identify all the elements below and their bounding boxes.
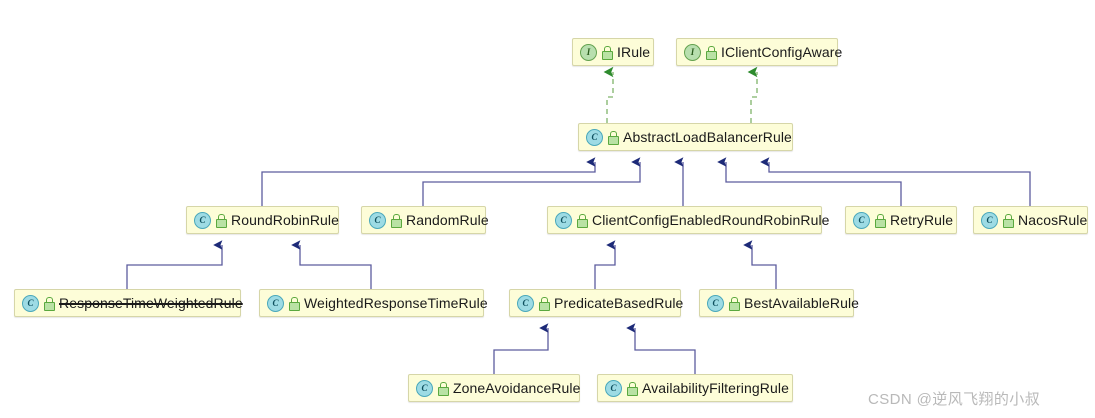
class-node-bestavail[interactable]: C BestAvailableRule [699, 289, 859, 317]
class-node-abstractlb[interactable]: C AbstractLoadBalancerRule [578, 123, 793, 151]
class-node-rtweighted[interactable]: C ResponseTimeWeightedRule [14, 289, 243, 317]
lock-icon [627, 382, 638, 396]
class-badge-icon: C [555, 211, 572, 229]
class-node-label: RetryRule [890, 212, 954, 228]
lock-icon [1003, 214, 1014, 228]
edge-random-extends-abstractlb [422, 157, 641, 206]
edge-abstractlb-implements-iclientconfigaware [747, 66, 758, 123]
class-node-wrtime[interactable]: C WeightedResponseTimeRule [259, 289, 488, 317]
implements-edges [603, 66, 758, 123]
class-badge-icon: C [517, 294, 534, 312]
class-node-label: ResponseTimeWeightedRule [59, 295, 243, 311]
class-node-ccerr[interactable]: C ClientConfigEnabledRoundRobinRule [547, 206, 829, 234]
class-node-label: BestAvailableRule [744, 295, 860, 311]
lock-icon [289, 297, 300, 311]
extends-edges [126, 157, 1031, 374]
edge-nacos-extends-abstractlb [760, 157, 1031, 206]
interface-badge-icon: I [580, 43, 597, 61]
class-node-nacos[interactable]: C NacosRule [973, 206, 1088, 234]
class-node-label: IClientConfigAware [721, 44, 843, 60]
lock-icon [706, 46, 717, 60]
class-badge-icon: C [605, 379, 622, 397]
class-node-label: ZoneAvoidanceRule [453, 380, 581, 396]
lock-icon [539, 297, 550, 311]
class-node-label: RandomRule [406, 212, 489, 228]
class-badge-icon: C [707, 294, 724, 312]
class-badge-icon: C [853, 211, 870, 229]
edge-availfilter-extends-predicate [626, 323, 696, 374]
class-node-availfilter[interactable]: C AvailabilityFilteringRule [597, 374, 793, 402]
edge-predicate-extends-ccerr [594, 240, 616, 289]
lock-icon [875, 214, 886, 228]
class-badge-icon: C [586, 128, 603, 146]
lock-icon [216, 214, 227, 228]
class-node-iclientcfg[interactable]: I IClientConfigAware [676, 38, 842, 66]
class-node-label: IRule [617, 44, 651, 60]
class-badge-icon: C [22, 294, 39, 312]
class-node-label: WeightedResponseTimeRule [304, 295, 488, 311]
edge-roundrobin-extends-abstractlb [261, 157, 596, 206]
lock-icon [44, 297, 55, 311]
class-node-label: AvailabilityFilteringRule [642, 380, 789, 396]
lock-icon [438, 382, 449, 396]
class-node-label: ClientConfigEnabledRoundRobinRule [592, 212, 830, 228]
lock-icon [602, 46, 613, 60]
class-node-roundrobin[interactable]: C RoundRobinRule [186, 206, 339, 234]
class-badge-icon: C [416, 379, 433, 397]
class-node-zoneavoid[interactable]: C ZoneAvoidanceRule [408, 374, 580, 402]
class-node-label: RoundRobinRule [231, 212, 340, 228]
class-node-predicate[interactable]: C PredicateBasedRule [509, 289, 684, 317]
class-node-retry[interactable]: C RetryRule [845, 206, 957, 234]
class-node-label: PredicateBasedRule [554, 295, 684, 311]
edge-rtweighted-extends-roundrobin [126, 240, 223, 289]
edge-bestavail-extends-ccerr [743, 240, 777, 289]
edge-abstractlb-implements-irule [603, 66, 614, 123]
class-node-random[interactable]: C RandomRule [361, 206, 489, 234]
lock-icon [729, 297, 740, 311]
class-badge-icon: C [981, 211, 998, 229]
class-badge-icon: C [194, 211, 211, 229]
class-badge-icon: C [369, 211, 386, 229]
class-node-label: AbstractLoadBalancerRule [623, 129, 792, 145]
class-badge-icon: C [267, 294, 284, 312]
lock-icon [391, 214, 402, 228]
lock-icon [577, 214, 588, 228]
class-node-irule[interactable]: I IRule [572, 38, 654, 66]
edge-zoneavoid-extends-predicate [493, 323, 549, 374]
interface-badge-icon: I [684, 43, 701, 61]
lock-icon [608, 131, 619, 145]
csdn-watermark: CSDN @逆风飞翔的小叔 [868, 391, 1041, 408]
edge-retry-extends-abstractlb [717, 157, 902, 206]
edge-wrtime-extends-roundrobin [291, 240, 372, 289]
class-node-label: NacosRule [1018, 212, 1088, 228]
